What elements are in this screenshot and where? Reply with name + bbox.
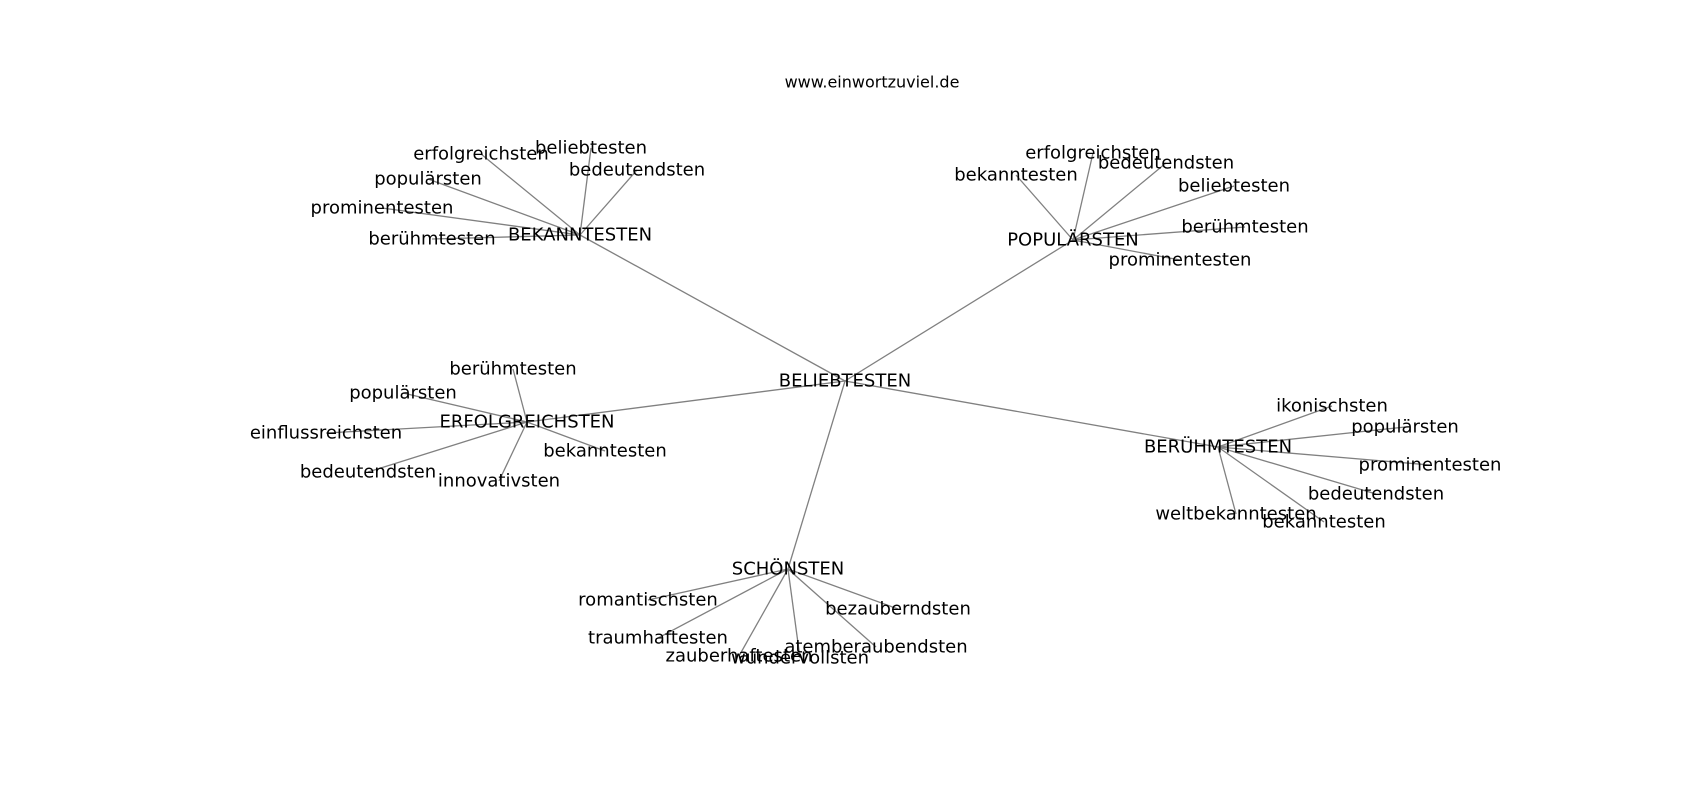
hub-node: POPULÄRSTEN: [1007, 230, 1139, 251]
edge-hub-leaf: [1217, 446, 1237, 515]
leaf-node: zauberhaftesten: [666, 646, 813, 667]
edge-hub-leaf: [787, 568, 877, 648]
leaf-node: bekanntesten: [954, 165, 1078, 186]
edge-hub-leaf: [579, 169, 638, 236]
edge-hub-leaf: [1217, 446, 1325, 523]
edge-hub-leaf: [738, 568, 789, 657]
leaf-node: erfolgreichsten: [413, 144, 549, 165]
edge-hub-leaf: [1072, 152, 1094, 241]
hub-node: ERFOLGREICHSTEN: [440, 412, 615, 433]
edge-hub-leaf: [1217, 446, 1377, 495]
leaf-node: beliebtesten: [535, 138, 647, 159]
edge-hub-leaf: [427, 178, 581, 236]
leaf-node: traumhaftesten: [588, 628, 728, 649]
edge-hub-leaf: [367, 421, 528, 473]
edge-hub-leaf: [526, 421, 606, 452]
edge-hub-leaf: [381, 207, 581, 236]
edge-hub-leaf: [1072, 239, 1181, 261]
graph-edges: [325, 147, 1431, 659]
edge-hub-leaf: [1217, 446, 1431, 466]
leaf-node: romantischsten: [578, 590, 718, 611]
edge-root-hub: [844, 239, 1074, 382]
edge-root-hub: [579, 234, 846, 382]
edge-root-hub: [526, 380, 846, 423]
edge-hub-leaf: [1072, 226, 1246, 241]
edge-hub-leaf: [1217, 405, 1333, 448]
leaf-node: beliebtesten: [1178, 176, 1290, 197]
leaf-node: bekanntesten: [1262, 512, 1386, 533]
leaf-node: populärsten: [349, 383, 457, 404]
edge-hub-leaf: [480, 153, 581, 236]
leaf-node: einflussreichsten: [250, 423, 402, 444]
leaf-node: prominentesten: [311, 198, 454, 219]
edge-hub-leaf: [1072, 185, 1235, 241]
edge-hub-leaf: [498, 421, 528, 482]
root-node: BELIEBTESTEN: [779, 371, 911, 392]
leaf-node: bedeutendsten: [1098, 153, 1234, 174]
leaf-node: populärsten: [374, 169, 482, 190]
leaf-node: ikonischsten: [1276, 396, 1388, 417]
leaf-node: erfolgreichsten: [1025, 143, 1161, 164]
leaf-node: bedeutendsten: [569, 160, 705, 181]
leaf-node: berühmtesten: [449, 359, 576, 380]
edge-hub-leaf: [325, 421, 528, 434]
graph-labels: BELIEBTESTENBEKANNTESTENerfolgreichstenb…: [250, 138, 1502, 669]
leaf-node: innovativsten: [438, 471, 560, 492]
leaf-node: prominentesten: [1109, 250, 1252, 271]
hub-node: BEKANNTESTEN: [508, 225, 652, 246]
leaf-node: wundervollsten: [731, 648, 869, 669]
edge-hub-leaf: [657, 568, 789, 639]
hub-node: SCHÖNSTEN: [732, 558, 844, 580]
edge-root-hub: [844, 380, 1219, 448]
leaf-node: bekanntesten: [543, 441, 667, 462]
leaf-node: berühmtesten: [1181, 217, 1308, 238]
edge-hub-leaf: [1217, 426, 1406, 448]
edge-hub-leaf: [1015, 174, 1074, 241]
site-url: www.einwortzuviel.de: [785, 73, 960, 92]
leaf-node: weltbekanntesten: [1155, 504, 1316, 525]
edge-hub-leaf: [647, 568, 789, 601]
edge-hub-leaf: [512, 368, 528, 423]
edge-root-hub: [787, 380, 846, 570]
edge-hub-leaf: [579, 147, 592, 236]
leaf-node: prominentesten: [1359, 455, 1502, 476]
edge-hub-leaf: [402, 392, 528, 423]
leaf-node: atemberaubendsten: [784, 637, 967, 658]
leaf-node: bedeutendsten: [300, 462, 436, 483]
leaf-node: berühmtesten: [368, 229, 495, 250]
leaf-node: bedeutendsten: [1308, 484, 1444, 505]
edge-hub-leaf: [431, 234, 581, 240]
hub-node: BERÜHMTESTEN: [1144, 436, 1292, 458]
leaf-node: bezauberndsten: [825, 599, 971, 620]
edge-hub-leaf: [787, 568, 899, 610]
edge-hub-leaf: [1072, 162, 1167, 241]
edge-hub-leaf: [787, 568, 801, 659]
leaf-node: populärsten: [1351, 417, 1459, 438]
